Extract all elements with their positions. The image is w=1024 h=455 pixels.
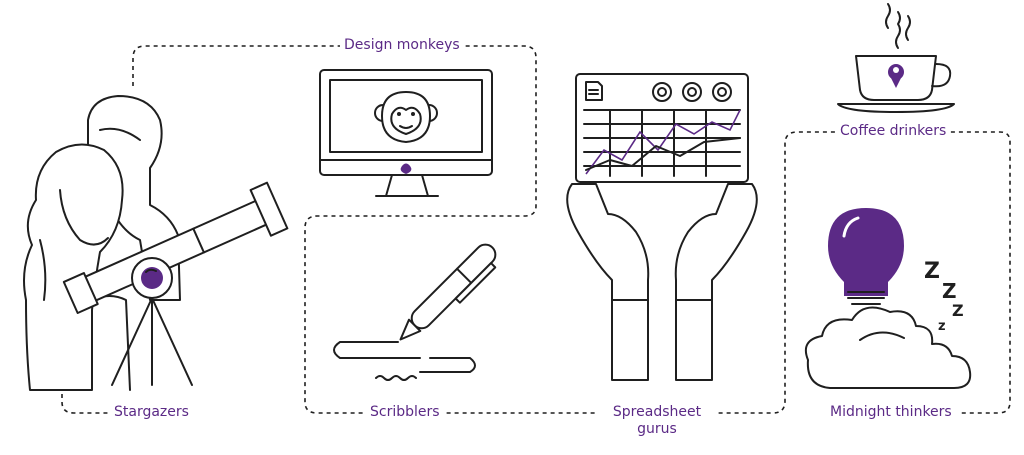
label-stargazers: Stargazers [110, 404, 193, 421]
stargazers-telescope-illustration [23, 95, 289, 391]
scribblers-pen-illustration [333, 243, 497, 381]
sleep-letter: z [938, 319, 946, 334]
sleep-letter: Z [924, 259, 940, 284]
label-spreadsheet-gurus: Spreadsheet gurus [598, 404, 716, 438]
label-scribblers: Scribblers [366, 404, 444, 421]
label-spreadsheet-gurus-line1: Spreadsheet [612, 404, 702, 420]
midnight-thinkers-lightbulb-illustration [804, 208, 972, 389]
connector-stargazers [61, 330, 110, 414]
sleep-zzz-icon: Z Z Z z [924, 259, 964, 334]
label-midnight-thinkers: Midnight thinkers [826, 404, 956, 421]
design-monkeys-monitor-illustration [319, 69, 493, 197]
label-coffee-drinkers: Coffee drinkers [836, 123, 951, 140]
coffee-drinkers-cup-illustration [837, 3, 955, 113]
sleep-letter: Z [952, 301, 964, 320]
label-spreadsheet-gurus-line2: gurus [637, 421, 677, 437]
connector-design-monkeys [132, 45, 1011, 414]
label-design-monkeys: Design monkeys [340, 37, 464, 54]
spreadsheet-gurus-tablet-illustration [566, 73, 758, 381]
sleep-letter: Z [942, 279, 957, 303]
